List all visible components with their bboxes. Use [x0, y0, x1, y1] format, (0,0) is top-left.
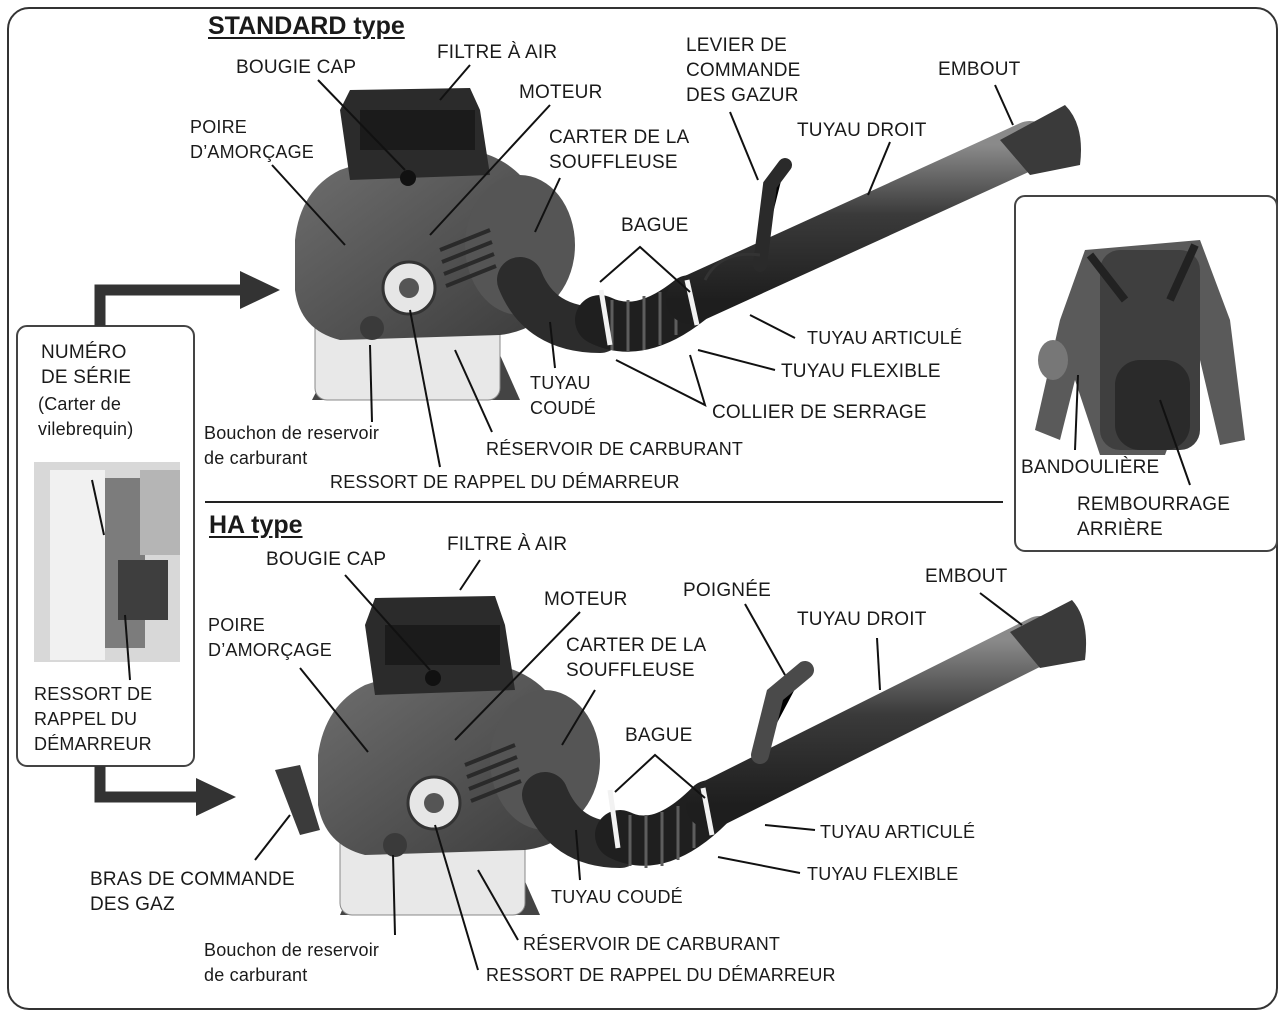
ha-tuyau-droit-label: TUYAU DROIT [797, 607, 927, 632]
ha-reservoir-label: RÉSERVOIR DE CARBURANT [523, 932, 780, 957]
ha-carter-label: CARTER DE LA SOUFFLEUSE [566, 633, 706, 683]
ha-poire-label: POIRE D’AMORÇAGE [208, 613, 332, 663]
serial-crankcase-label: (Carter de vilebrequin) [38, 392, 133, 442]
ha-ressort-label: RESSORT DE RAPPEL DU DÉMARREUR [486, 963, 836, 988]
standard-type-heading: STANDARD type [208, 12, 405, 41]
std-bougie-cap-label: BOUGIE CAP [236, 55, 356, 80]
serial-ressort-label: RESSORT DE RAPPEL DU DÉMARREUR [34, 682, 152, 757]
std-tuyau-flexible-label: TUYAU FLEXIBLE [781, 359, 941, 384]
std-tuyau-droit-label: TUYAU DROIT [797, 118, 927, 143]
ha-poignee-label: POIGNÉE [683, 578, 771, 603]
std-collier-label: COLLIER DE SERRAGE [712, 400, 927, 425]
serial-arrow-bottom [100, 766, 236, 816]
std-tuyau-coude-label: TUYAU COUDÉ [530, 371, 596, 421]
ha-tuyau-articule-label: TUYAU ARTICULÉ [820, 820, 975, 845]
std-reservoir-label: RÉSERVOIR DE CARBURANT [486, 437, 743, 462]
ha-tuyau-coude-label: TUYAU COUDÉ [551, 885, 683, 910]
serial-arrow-top [100, 271, 280, 326]
ha-bouchon-label: Bouchon de reservoir de carburant [204, 938, 379, 988]
ha-bras-label: BRAS DE COMMANDE DES GAZ [90, 867, 295, 917]
ha-embout-label: EMBOUT [925, 564, 1007, 589]
ha-bougie-cap-label: BOUGIE CAP [266, 547, 386, 572]
std-moteur-label: MOTEUR [519, 80, 603, 105]
std-bouchon-label: Bouchon de reservoir de carburant [204, 421, 379, 471]
std-embout-label: EMBOUT [938, 57, 1020, 82]
serial-number-label: NUMÉRO DE SÉRIE [41, 340, 131, 390]
bandouliere-label: BANDOULIÈRE [1021, 455, 1159, 480]
std-bague-label: BAGUE [621, 213, 689, 238]
std-filtre-air-label: FILTRE À AIR [437, 40, 557, 65]
std-levier-label: LEVIER DE COMMANDE DES GAZUR [686, 33, 801, 108]
rembourrage-label: REMBOURRAGE ARRIÈRE [1077, 492, 1230, 542]
ha-type-heading: HA type [209, 511, 303, 540]
ha-tuyau-flexible-label: TUYAU FLEXIBLE [807, 862, 959, 887]
std-tuyau-articule-label: TUYAU ARTICULÉ [807, 326, 962, 351]
ha-bague-label: BAGUE [625, 723, 693, 748]
std-ressort-label: RESSORT DE RAPPEL DU DÉMARREUR [330, 470, 680, 495]
std-carter-label: CARTER DE LA SOUFFLEUSE [549, 125, 689, 175]
ha-moteur-label: MOTEUR [544, 587, 628, 612]
serial-inset-photo [34, 462, 180, 680]
std-poire-label: POIRE D’AMORÇAGE [190, 115, 314, 165]
ha-filtre-air-label: FILTRE À AIR [447, 532, 567, 557]
